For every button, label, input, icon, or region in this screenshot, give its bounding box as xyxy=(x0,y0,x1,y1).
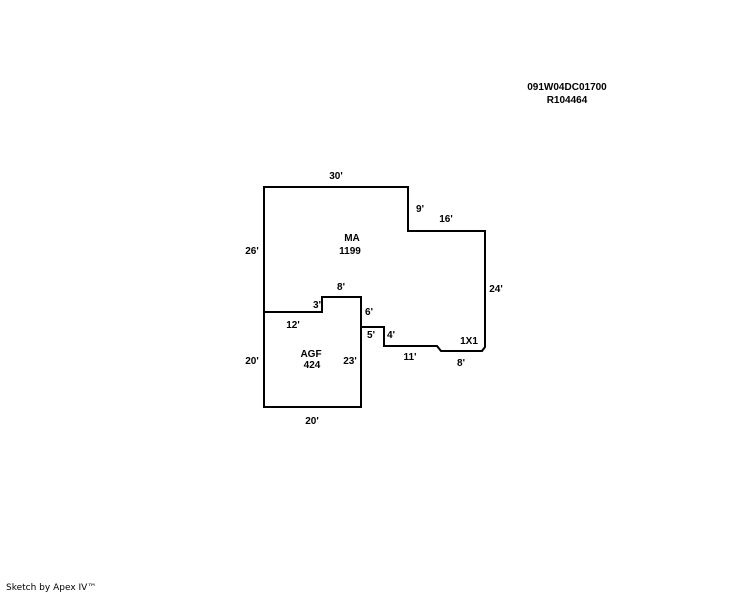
dim-agf-right: 23' xyxy=(343,356,357,367)
dim-ma-mid-left: 12' xyxy=(286,320,300,331)
dim-agf-left: 20' xyxy=(245,356,259,367)
dim-ma-bottom-b: 8' xyxy=(457,358,465,369)
dim-ma-notch-top: 16' xyxy=(439,214,453,225)
agf-area-sqft: 424 xyxy=(304,360,321,371)
dim-ma-step-right: 6' xyxy=(365,307,373,318)
dim-ma-bottom-a: 11' xyxy=(404,352,417,363)
dim-ma-step-top: 8' xyxy=(337,282,345,293)
dim-ma-ledge: 5' xyxy=(367,330,375,341)
dim-ma-left: 26' xyxy=(245,246,259,257)
parcel-map-number: 091W04DC01700 xyxy=(527,82,607,93)
parcel-account-number: R104464 xyxy=(546,95,588,106)
sketch-credit: Sketch by Apex IV™ xyxy=(6,583,97,593)
agf-outline xyxy=(263,312,362,408)
dim-agf-bottom: 20' xyxy=(305,416,319,427)
dim-ma-right: 24' xyxy=(489,284,503,295)
dim-ma-step-left: 3' xyxy=(313,300,321,311)
dim-ma-ledge-drop: 4' xyxy=(387,330,395,341)
agf-area-code: AGF xyxy=(300,349,321,360)
ma-area-code: MA xyxy=(344,233,360,244)
extension-area-code: 1X1 xyxy=(460,336,478,347)
ma-outline xyxy=(263,186,486,352)
ma-area-sqft: 1199 xyxy=(339,246,361,257)
dim-ma-top: 30' xyxy=(329,171,343,182)
dim-ma-notch-drop: 9' xyxy=(416,204,424,215)
